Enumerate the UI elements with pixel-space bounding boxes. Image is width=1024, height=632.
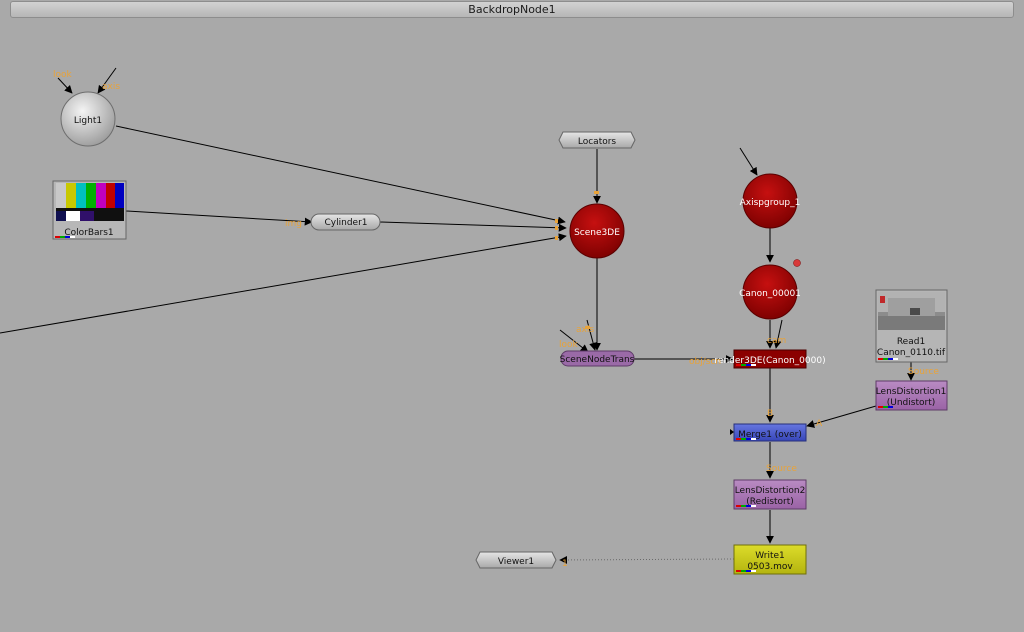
edge-cylinder-scene <box>379 221 567 232</box>
node-canon00001[interactable]: Canon_00001 <box>739 259 801 320</box>
node-scene3de-label: Scene3DE <box>574 228 620 238</box>
edge-offscreen-scene <box>0 233 567 334</box>
render3de-input-obj: obj/scn <box>689 357 721 367</box>
node-merge1[interactable]: Merge1 (over) A B <box>730 409 823 442</box>
backdrop-title: BackdropNode1 <box>468 3 556 16</box>
backdrop-title-bar[interactable]: BackdropNode1 <box>10 1 1014 18</box>
merge1-mask-arrow <box>730 429 734 435</box>
node-read1-file: Canon_0110.tif <box>877 348 946 358</box>
node-lensdistortion1[interactable]: LensDistortion1 (Undistort) Source <box>875 367 948 411</box>
edge-offscreen-axispgroup <box>739 147 758 176</box>
node-lensdistortion2-mode: (Redistort) <box>746 497 794 507</box>
node-light1[interactable]: Light1 look axis <box>53 70 120 147</box>
node-lensdistortion2[interactable]: LensDistortion2 (Redistort) Source <box>733 464 807 510</box>
merge1-input-a: A <box>816 419 823 429</box>
node-write1-label: Write1 <box>755 551 785 561</box>
node-cylinder1-label: Cylinder1 <box>325 218 368 228</box>
merge1-input-b: B <box>767 409 773 419</box>
render3de-input-cam: cam <box>767 336 786 346</box>
cylinder1-input-img: img <box>285 219 302 229</box>
node-write1-file: 0503.mov <box>747 562 793 572</box>
node-scenenodetrans-label: SceneNodeTrans <box>560 355 635 365</box>
edge-colorbars-cylinder <box>125 210 313 226</box>
viewer1-input-1: 1 <box>562 559 568 569</box>
edge-canon-render-b <box>773 319 783 349</box>
lensdistortion2-input-source: Source <box>766 464 797 474</box>
canon00001-status-dot <box>793 259 801 267</box>
light1-input-axis: axis <box>102 82 120 92</box>
edge-scenenodetrans-look <box>559 329 589 353</box>
node-lensdistortion2-label: LensDistortion2 <box>735 486 806 496</box>
edge-write-viewer <box>559 555 735 564</box>
node-colorbars1[interactable]: ColorBars1 <box>52 180 127 240</box>
node-read1-label: Read1 <box>897 337 925 347</box>
edge-light-axis <box>97 67 117 94</box>
node-merge1-label: Merge1 (over) <box>738 430 802 440</box>
node-colorbars1-label: ColorBars1 <box>64 228 113 238</box>
lensdistortion1-input-source: Source <box>908 367 939 377</box>
colorbars-thumbnail <box>56 183 124 221</box>
node-axispgroup1[interactable]: Axispgroup_1 <box>740 173 801 229</box>
node-scenenodetrans[interactable]: SceneNodeTrans axis look <box>559 325 635 367</box>
node-cylinder1[interactable]: Cylinder1 img <box>285 213 381 231</box>
scenenodetrans-input-look: look <box>559 340 579 350</box>
edge-light-look <box>57 77 73 94</box>
node-read1[interactable]: Read1 Canon_0110.tif <box>875 289 948 363</box>
node-viewer1-label: Viewer1 <box>498 557 534 567</box>
node-axispgroup1-label: Axispgroup_1 <box>740 198 801 208</box>
scenenodetrans-input-axis: axis <box>576 325 594 335</box>
node-lensdistortion1-label: LensDistortion1 <box>876 387 947 397</box>
node-render3de-label: render3DE(Canon_0000) <box>714 356 825 366</box>
node-lensdistortion1-mode: (Undistort) <box>887 398 935 408</box>
edge-light-scene <box>115 125 566 225</box>
edge-lensdistortion1-merge <box>806 405 877 428</box>
node-canon00001-label: Canon_00001 <box>739 289 801 299</box>
edges <box>0 67 915 564</box>
edge-scenenodetrans-axis <box>586 319 598 351</box>
light1-input-look: look <box>53 70 73 80</box>
node-locators[interactable]: Locators <box>558 131 636 149</box>
scene3de-input-pins <box>555 191 599 329</box>
node-locators-label: Locators <box>578 137 617 147</box>
read1-thumbnail <box>878 292 945 330</box>
node-viewer1[interactable]: Viewer1 1 <box>475 551 568 569</box>
node-light1-label: Light1 <box>74 116 102 126</box>
node-scene3de[interactable]: Scene3DE <box>569 203 625 259</box>
node-render3de[interactable]: render3DE(Canon_0000) cam obj/scn <box>689 336 826 369</box>
node-write1[interactable]: Write1 0503.mov <box>733 544 807 575</box>
